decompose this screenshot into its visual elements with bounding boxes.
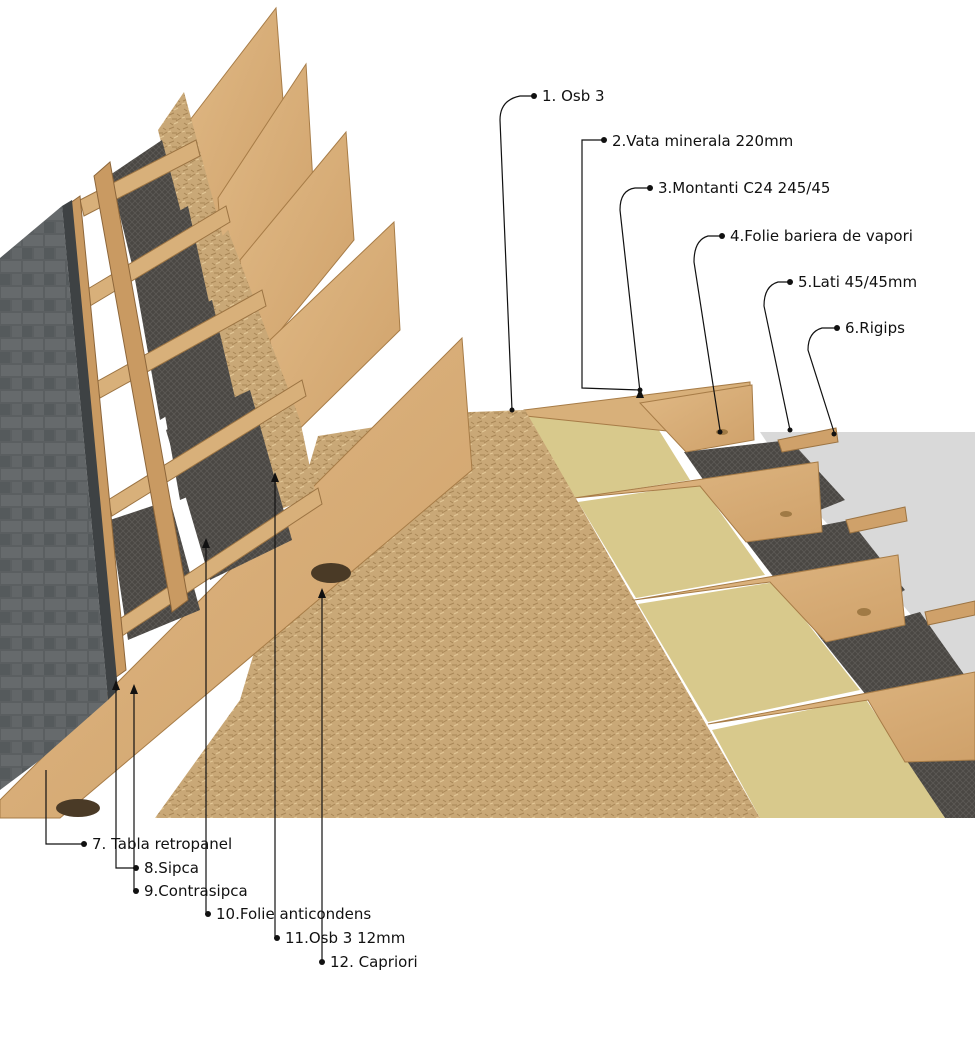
arrow-head xyxy=(636,388,644,398)
arrow-head xyxy=(318,588,326,598)
arrow-head xyxy=(112,680,120,690)
rafter-board xyxy=(0,336,473,819)
leader-end-1 xyxy=(509,407,515,413)
ceiling-batten xyxy=(845,506,908,534)
mineral-wool-panel xyxy=(578,484,765,598)
leader-dot-1 xyxy=(531,93,537,99)
label-anticondens: 10.Folie anticondens xyxy=(216,905,371,923)
leaders-bottom xyxy=(45,388,644,965)
leader-end-4 xyxy=(717,429,723,435)
leader-line-5 xyxy=(763,281,791,431)
mineral-wool-panel xyxy=(712,698,945,818)
labels: 1. Osb 3 2.Vata minerala 220mm 3.Montant… xyxy=(92,87,917,971)
leader-end-5 xyxy=(787,427,793,433)
label-roof-panel: 7. Tabla retropanel xyxy=(92,835,232,853)
roof-tiles xyxy=(0,206,108,790)
ceiling-stud xyxy=(638,384,755,453)
label-rafters: 12. Capriori xyxy=(330,953,418,971)
leader-dot-9 xyxy=(133,888,139,894)
leaders-top xyxy=(499,93,840,437)
leader-line-2 xyxy=(581,139,641,391)
leader-line-4 xyxy=(693,235,722,431)
wood-knot xyxy=(311,563,351,583)
label-studs: 3.Montanti C24 245/45 xyxy=(658,179,830,197)
label-battens: 5.Lati 45/45mm xyxy=(798,273,917,291)
mineral-wool-panel xyxy=(638,582,860,722)
label-counter-batten: 9.Contrasipca xyxy=(144,882,248,900)
leader-dot-4 xyxy=(719,233,725,239)
label-vapor-barrier: 4.Folie bariera de vapori xyxy=(730,227,913,245)
leader-dot-12 xyxy=(319,959,325,965)
label-gypsum: 6.Rigips xyxy=(845,319,905,337)
leader-dot-5 xyxy=(787,279,793,285)
arrow-head xyxy=(202,538,210,548)
wood-knot xyxy=(857,608,871,616)
ceiling-assembly xyxy=(523,381,975,818)
roof-assembly xyxy=(0,6,401,790)
label-batten: 8.Sipca xyxy=(144,859,199,877)
ceiling-stud xyxy=(707,671,975,763)
leader-dot-6 xyxy=(834,325,840,331)
leader-line-8 xyxy=(115,684,136,869)
leader-end-6 xyxy=(831,431,837,437)
leader-line-6 xyxy=(807,327,837,433)
arrow-head xyxy=(130,684,138,694)
wood-knot xyxy=(56,799,100,817)
roof-edge xyxy=(62,200,118,700)
leader-dot-3 xyxy=(647,185,653,191)
leader-dot-11 xyxy=(274,935,280,941)
leader-dot-7 xyxy=(81,841,87,847)
leader-dot-8 xyxy=(133,865,139,871)
label-mineral-wool: 2.Vata minerala 220mm xyxy=(612,132,793,150)
ceiling-stud xyxy=(573,461,823,543)
leader-line-1 xyxy=(499,95,534,411)
ceiling-stud xyxy=(633,554,906,643)
osb-sheathing xyxy=(200,230,316,516)
arrow-head xyxy=(271,472,279,482)
leader-dot-2 xyxy=(601,137,607,143)
counter-batten xyxy=(93,161,189,613)
leader-line-3 xyxy=(619,187,650,393)
ceiling-batten xyxy=(777,427,839,453)
leader-line-7 xyxy=(45,770,84,845)
label-osb-3: 1. Osb 3 xyxy=(542,87,605,105)
ceiling-batten xyxy=(924,600,975,626)
wood-knot xyxy=(780,511,792,517)
label-osb-12mm: 11.Osb 3 12mm xyxy=(285,929,405,947)
leader-dot-10 xyxy=(205,911,211,917)
